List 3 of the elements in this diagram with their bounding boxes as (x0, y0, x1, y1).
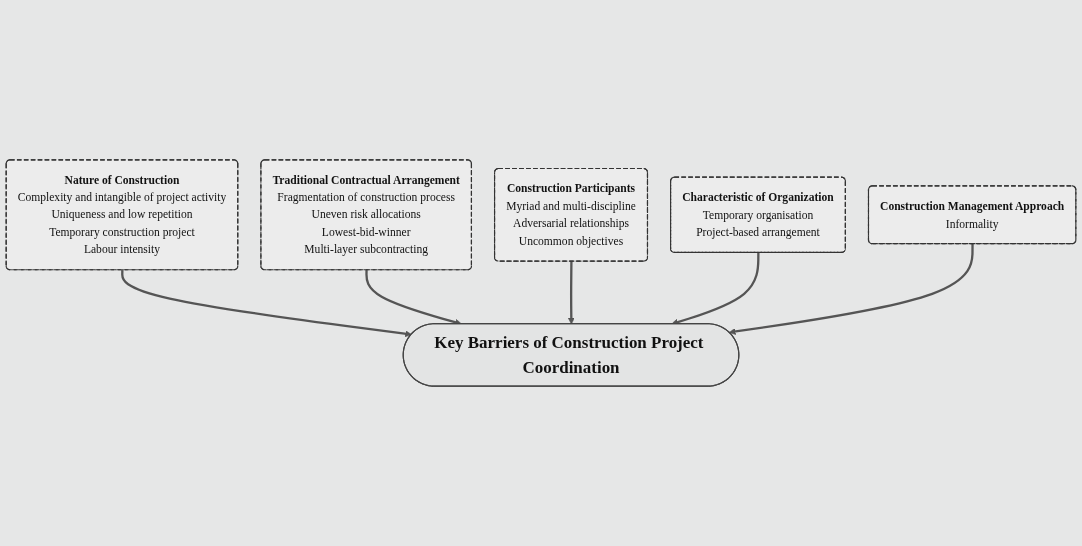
arrow (728, 244, 974, 335)
arrow (121, 270, 412, 338)
arrow (567, 261, 575, 325)
